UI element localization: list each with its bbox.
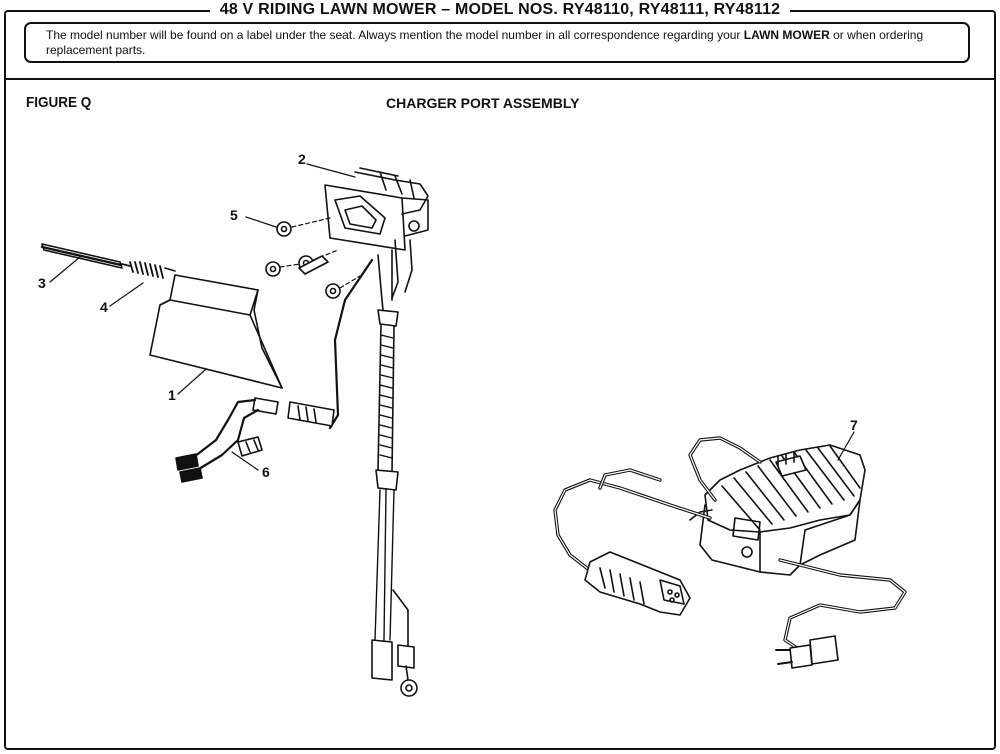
- charger-output-cord: [553, 436, 762, 574]
- callout-4: 4: [100, 299, 108, 315]
- callout-1: 1: [168, 387, 176, 403]
- notice-emphasis: LAWN MOWER: [743, 28, 830, 42]
- screws-part: [265, 217, 361, 299]
- callout-3: 3: [38, 275, 46, 291]
- wire-lead-part: [175, 397, 279, 483]
- branch-wire: [287, 258, 374, 430]
- charger-cover-part: [149, 274, 283, 389]
- charger-port-bracket-part: [324, 167, 429, 299]
- header-divider: [4, 78, 996, 80]
- battery-charger-part: [689, 444, 866, 576]
- wiring-harness: [371, 249, 418, 697]
- callout-2: 2: [298, 151, 306, 167]
- header-title-text: 48 V RIDING LAWN MOWER – MODEL NOS. RY48…: [209, 1, 791, 18]
- notice-text-before: The model number will be found on a labe…: [46, 28, 744, 42]
- callout-leaders: [49, 163, 855, 471]
- notice-text-after: or when ordering replacement parts.: [46, 28, 924, 57]
- charger-plug-handle: [584, 551, 691, 616]
- callout-5: 5: [230, 207, 238, 223]
- figure-title: CHARGER PORT ASSEMBLY: [386, 95, 580, 111]
- callout-7: 7: [850, 417, 858, 433]
- callout-6: 6: [262, 464, 270, 480]
- header-title: 48 V RIDING LAWN MOWER – MODEL NOS. RY48…: [0, 0, 1000, 20]
- model-number-notice: The model number will be found on a labe…: [24, 22, 970, 63]
- rod-part: [40, 243, 123, 269]
- spring-part: [121, 261, 176, 279]
- ac-power-cord: [775, 558, 907, 669]
- figure-label: FIGURE Q: [26, 94, 92, 111]
